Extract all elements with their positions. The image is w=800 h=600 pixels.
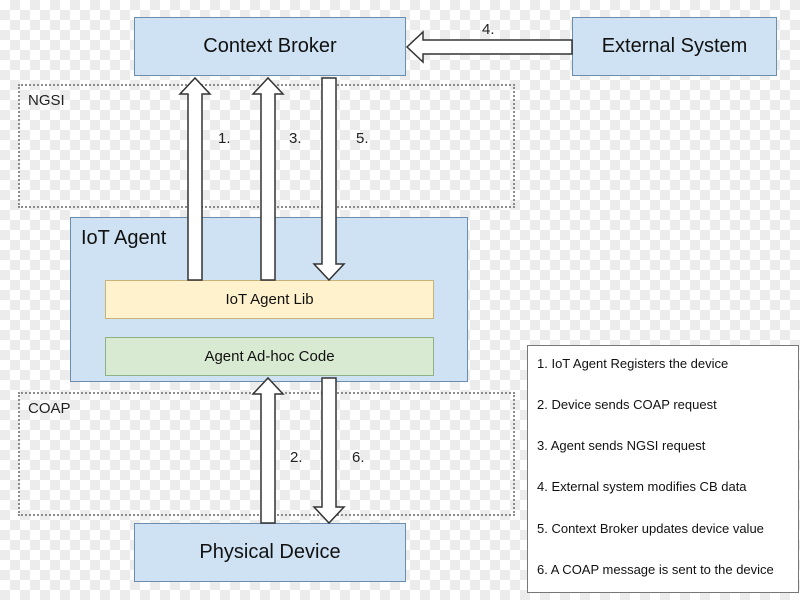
legend-item-5: 5. Context Broker updates device value [537, 521, 764, 536]
physical-device-box: Physical Device [134, 523, 406, 582]
step-2-label: 2. [290, 449, 303, 466]
arrow-step-5 [312, 77, 346, 282]
context-broker-label: Context Broker [203, 35, 337, 57]
step-6-label: 6. [352, 449, 365, 466]
iot-agent-lib-box: IoT Agent Lib [105, 280, 434, 319]
coap-zone-label: COAP [28, 400, 71, 417]
arrow-step-1 [178, 76, 212, 281]
arrow-step-3 [251, 76, 285, 281]
legend-box: 1. IoT Agent Registers the device 2. Dev… [527, 345, 799, 593]
legend-item-2: 2. Device sends COAP request [537, 397, 717, 412]
context-broker-box: Context Broker [134, 17, 406, 76]
step-3-label: 3. [289, 130, 302, 147]
legend-item-3: 3. Agent sends NGSI request [537, 438, 706, 453]
arrow-step-4 [405, 30, 573, 64]
step-4-label: 4. [482, 21, 495, 38]
legend-item-1: 1. IoT Agent Registers the device [537, 356, 729, 371]
step-1-label: 1. [218, 130, 231, 147]
iot-agent-lib-label: IoT Agent Lib [225, 291, 314, 308]
external-system-box: External System [572, 17, 777, 76]
iot-agent-label: IoT Agent [81, 227, 167, 249]
physical-device-label: Physical Device [199, 541, 341, 563]
agent-adhoc-code-box: Agent Ad-hoc Code [105, 337, 434, 376]
arrow-step-6 [312, 377, 346, 525]
legend-item-4: 4. External system modifies CB data [537, 479, 747, 494]
arrow-step-2 [251, 376, 285, 524]
legend-item-6: 6. A COAP message is sent to the device [537, 562, 774, 577]
ngsi-zone-label: NGSI [28, 92, 65, 109]
agent-adhoc-code-label: Agent Ad-hoc Code [204, 348, 335, 365]
step-5-label: 5. [356, 130, 369, 147]
external-system-label: External System [601, 35, 748, 57]
